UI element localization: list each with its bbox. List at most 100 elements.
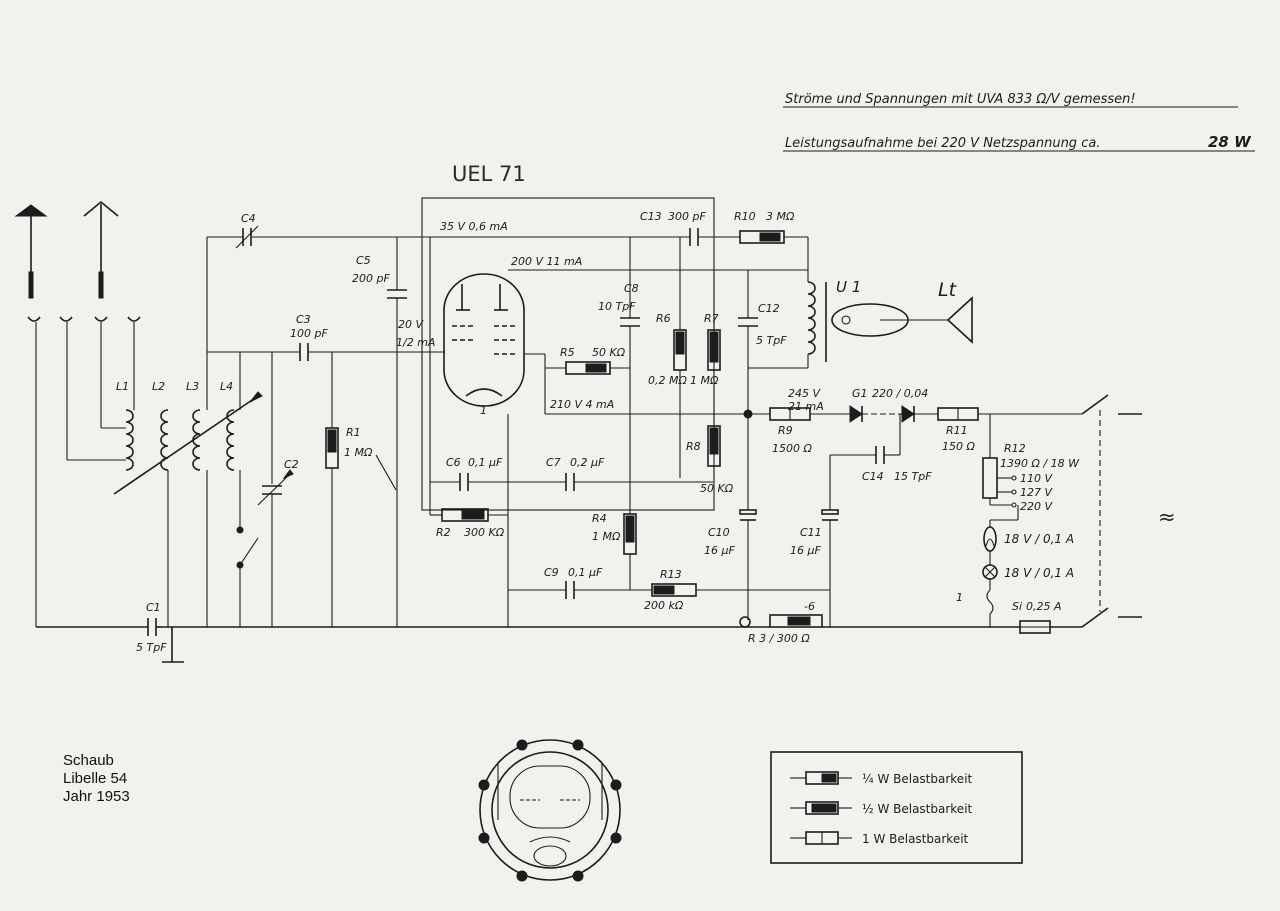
caption-brand: Schaub — [63, 752, 114, 769]
svg-text:1390 Ω / 18 W: 1390 Ω / 18 W — [1000, 457, 1080, 470]
svg-text:R5: R5 — [560, 346, 575, 359]
resistor-r9: R9 1500 Ω — [769, 407, 812, 455]
resistor-r8: R8 50 KΩ — [686, 425, 734, 495]
resistor-r4: R4 1 MΩ — [592, 512, 637, 590]
coil-l4: L4 — [220, 352, 259, 627]
svg-text:1: 1 — [480, 404, 487, 417]
note-power-prefix: Leistungsaufnahme bei 220 V Netzspannung… — [785, 136, 1100, 151]
resistor-r6: R6 0,2 MΩ — [648, 237, 687, 478]
capacitor-c6: C6 0,1 µF — [446, 456, 503, 491]
svg-text:220 V: 220 V — [1020, 500, 1053, 513]
resistor-r7: R7 1 MΩ — [690, 270, 721, 426]
antenna-sockets — [27, 316, 141, 322]
svg-text:C11: C11 — [800, 526, 822, 539]
svg-text:0,2 µF: 0,2 µF — [570, 456, 605, 469]
svg-text:C7: C7 — [546, 456, 561, 469]
tube-uel71-symbol: 1 — [443, 273, 525, 417]
capacitor-c8: C8 10 TpF — [598, 237, 640, 514]
tube-label: UEL 71 — [452, 162, 526, 186]
svg-text:10 TpF: 10 TpF — [598, 300, 636, 313]
variable-coupling-arrow — [113, 395, 259, 495]
svg-text:0,25 A: 0,25 A — [1026, 600, 1062, 613]
svg-text:127 V: 127 V — [1020, 486, 1053, 499]
capacitor-c5: C5 200 pF — [352, 237, 407, 627]
note-measurement: Ströme und Spannungen mit UVA 833 Ω/V ge… — [785, 92, 1136, 107]
svg-text:0,1 µF: 0,1 µF — [568, 566, 603, 579]
svg-text:16 µF: 16 µF — [790, 544, 821, 557]
svg-text:R11: R11 — [946, 424, 968, 437]
antenna-ground-symbol — [14, 204, 48, 299]
svg-text:16 µF: 16 µF — [704, 544, 735, 557]
resistor-r10: R10 3 MΩ — [734, 210, 795, 244]
svg-text:200 V 11 mA: 200 V 11 mA — [511, 255, 582, 268]
loudspeaker-label: Lt — [938, 279, 958, 301]
svg-text:0,2 MΩ: 0,2 MΩ — [648, 374, 687, 387]
coil-l2: L2 — [152, 380, 169, 627]
svg-text:Si: Si — [1012, 600, 1022, 613]
capacitor-c3: C3 100 pF — [290, 313, 328, 361]
svg-text:R12: R12 — [1004, 442, 1026, 455]
transformer-u1: U 1 — [807, 278, 973, 368]
svg-text:150 Ω: 150 Ω — [942, 440, 975, 453]
svg-text:3 MΩ: 3 MΩ — [766, 210, 795, 223]
legend-quarter-watt: ¼ W Belastbarkeit — [862, 772, 973, 786]
mains-switch — [1081, 394, 1142, 628]
svg-text:5 TpF: 5 TpF — [136, 641, 167, 654]
fuse-si: Si 0,25 A — [1012, 600, 1062, 634]
svg-text:1500 Ω: 1500 Ω — [772, 442, 812, 455]
caption-block: Schaub Libelle 54 Jahr 1953 — [63, 752, 130, 806]
svg-text:C13: C13 — [640, 210, 662, 223]
pilot-lamp-2: 18 V / 0,1 A — [982, 564, 1074, 580]
resistor-legend: ¼ W Belastbarkeit ½ W Belastbarkeit 1 W … — [770, 751, 1023, 864]
resistor-r5: R5 50 KΩ — [545, 346, 630, 375]
legend-half-watt: ½ W Belastbarkeit — [862, 802, 973, 816]
svg-text:35 V 0,6 mA: 35 V 0,6 mA — [440, 220, 508, 233]
svg-text:R8: R8 — [686, 440, 701, 453]
svg-text:300 pF: 300 pF — [668, 210, 706, 223]
resistor-r13: R13 200 kΩ — [644, 568, 697, 612]
svg-text:245 V: 245 V — [788, 387, 821, 400]
svg-text:C1: C1 — [146, 601, 161, 614]
resistor-r1: R1 1 MΩ — [325, 352, 397, 627]
svg-text:R1: R1 — [346, 426, 361, 439]
capacitor-c2: C2 — [257, 352, 299, 627]
note-power-value: 28 W — [1208, 133, 1252, 151]
svg-text:50 KΩ: 50 KΩ — [592, 346, 626, 359]
svg-text:5 TpF: 5 TpF — [756, 334, 787, 347]
svg-text:R 3 / 300 Ω: R 3 / 300 Ω — [748, 632, 810, 645]
svg-text:1: 1 — [956, 591, 963, 604]
svg-text:1/2 mA: 1/2 mA — [396, 336, 435, 349]
svg-text:300 KΩ: 300 KΩ — [464, 526, 505, 539]
svg-text:18 V / 0,1 A: 18 V / 0,1 A — [1004, 566, 1074, 580]
svg-text:L4: L4 — [220, 380, 233, 393]
svg-text:1 MΩ: 1 MΩ — [690, 374, 719, 387]
svg-text:C8: C8 — [624, 282, 639, 295]
svg-text:200 kΩ: 200 kΩ — [644, 599, 684, 612]
antenna-symbol — [83, 200, 119, 299]
svg-text:G1: G1 — [852, 387, 868, 400]
svg-text:R9: R9 — [778, 424, 793, 437]
svg-text:100 pF: 100 pF — [290, 327, 328, 340]
svg-text:210 V 4 mA: 210 V 4 mA — [550, 398, 614, 411]
capacitor-c12: C12 5 TpF — [738, 270, 808, 369]
svg-text:50 KΩ: 50 KΩ — [700, 482, 734, 495]
svg-text:C3: C3 — [296, 313, 311, 326]
svg-text:220 / 0,04: 220 / 0,04 — [872, 387, 928, 400]
svg-text:R6: R6 — [656, 312, 671, 325]
svg-text:18 V / 0,1 A: 18 V / 0,1 A — [1004, 532, 1074, 546]
svg-text:R10: R10 — [734, 210, 756, 223]
svg-text:U 1: U 1 — [836, 278, 861, 296]
capacitor-c10: C10 16 µF — [704, 509, 757, 620]
svg-text:1 MΩ: 1 MΩ — [344, 446, 373, 459]
rectifier-g1: G1 220 / 0,04 — [849, 387, 928, 423]
svg-text:C12: C12 — [758, 302, 780, 315]
capacitor-c1: C1 5 TpF — [136, 601, 184, 663]
svg-text:R4: R4 — [592, 512, 607, 525]
svg-text:R13: R13 — [660, 568, 682, 581]
svg-text:20 V: 20 V — [398, 318, 424, 331]
svg-text:C4: C4 — [241, 212, 256, 225]
svg-text:L3: L3 — [186, 380, 199, 393]
svg-text:C2: C2 — [284, 458, 299, 471]
